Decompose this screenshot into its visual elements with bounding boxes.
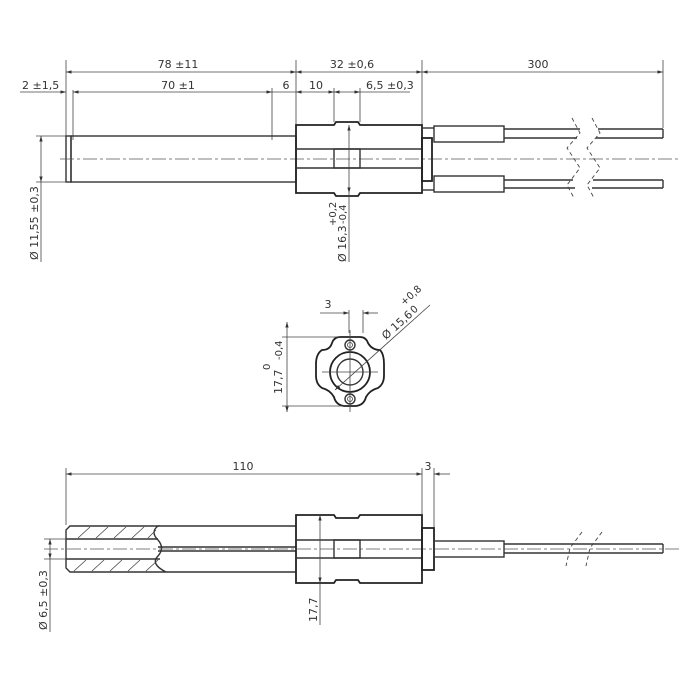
dim-end-height-tol-upper: 0 (262, 364, 273, 370)
dim-end-offset: 2 ±1,5 (22, 79, 59, 92)
dim-body-diameter: Ø 16,3 (336, 225, 349, 262)
dim-body-diameter-tol-upper: +0,2 (328, 202, 339, 226)
dim-groove-offset: 10 (309, 79, 323, 92)
break-line-2 (586, 117, 601, 199)
dim-groove-width: 6,5 ±0,3 (366, 79, 414, 92)
dim-overall-shaft: 78 ±11 (158, 58, 199, 71)
end-view: Ø 15,6 +0,8 0 3 17,7 0 -0,4 (262, 284, 431, 412)
dim-section-length: 110 (233, 460, 254, 473)
dim-lead-length: 300 (528, 58, 549, 71)
section-view: 110 3 Ø 6,5 ±0,3 (37, 460, 680, 632)
dim-gap: 6 (283, 79, 290, 92)
dim-end-height: 17,7 (272, 370, 285, 395)
dim-bore-diameter: Ø 6,5 ±0,3 (37, 570, 50, 630)
dim-shaft-length: 70 ±1 (161, 79, 195, 92)
dim-end-height-tol-lower: -0,4 (274, 340, 285, 360)
dim-body-diameter-tol-lower: -0,4 (338, 204, 349, 224)
break-line-1 (566, 117, 581, 199)
dim-body-length: 32 ±0,6 (330, 58, 374, 71)
dim-hole-spacing: 3 (325, 298, 332, 311)
dim-outer-diameter: Ø 15,6 (379, 308, 415, 342)
dim-flange: 3 (425, 460, 432, 473)
dim-shaft-diameter: Ø 11,55 ±0,3 (28, 186, 41, 260)
dim-section-body-height: 17,7 (307, 598, 320, 623)
top-view: 78 ±11 32 ±0,6 300 2 ±1,5 70 ±1 6 10 6,5… (20, 58, 680, 262)
